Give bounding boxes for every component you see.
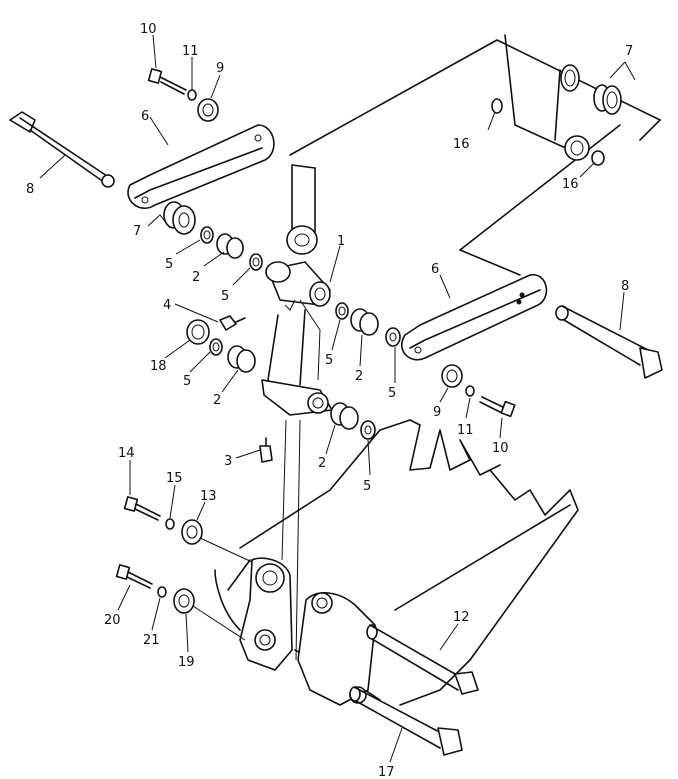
callout-21: 21 <box>143 633 160 648</box>
seal-5-a <box>200 226 214 244</box>
link-6-upper <box>127 124 275 209</box>
bucket <box>214 419 579 706</box>
connector-1 <box>261 261 333 416</box>
callout-7a: 7 <box>625 44 633 59</box>
callout-11b: 11 <box>457 423 474 438</box>
callout-5f: 5 <box>363 479 371 494</box>
bushing-2-b <box>227 345 256 373</box>
callout-5b: 5 <box>221 289 229 304</box>
washer-21 <box>157 586 167 598</box>
callout-12: 12 <box>453 610 470 625</box>
callout-2a: 2 <box>192 270 200 285</box>
callout-16b: 16 <box>562 177 579 192</box>
callout-5c: 5 <box>183 374 191 389</box>
link-6-right <box>401 274 548 361</box>
callout-16a: 16 <box>453 137 470 152</box>
callout-8b: 8 <box>621 279 629 294</box>
pin-12 <box>366 624 479 695</box>
callout-1: 1 <box>337 234 345 249</box>
callout-5e: 5 <box>388 386 396 401</box>
callout-5d: 5 <box>325 353 333 368</box>
callout-9b: 9 <box>433 405 441 420</box>
bolt-10-upper <box>147 68 187 95</box>
callout-2d: 2 <box>318 456 326 471</box>
pin-8-right <box>555 305 663 379</box>
washer-15 <box>165 518 175 530</box>
washer-11-upper <box>187 89 197 101</box>
washer-11-lower <box>465 385 475 397</box>
bushing-13 <box>181 519 253 563</box>
callout-6a: 6 <box>141 109 149 124</box>
seal-5-d <box>335 302 349 320</box>
leader-lines <box>39 34 636 763</box>
callout-6b: 6 <box>431 262 439 277</box>
callout-10b: 10 <box>492 441 509 456</box>
callout-8a: 8 <box>26 182 34 197</box>
callout-4: 4 <box>163 298 171 313</box>
shim-18 <box>186 319 210 345</box>
callout-11a: 11 <box>182 44 199 59</box>
callout-14: 14 <box>118 446 135 461</box>
callout-17: 17 <box>378 765 395 779</box>
arm-outline <box>289 34 661 276</box>
bushing-2-d <box>330 402 359 430</box>
grease-nipple-3 <box>259 437 273 463</box>
seal-16-upper <box>491 98 503 114</box>
callout-10a: 10 <box>140 22 157 37</box>
callout-5a: 5 <box>165 257 173 272</box>
bushing-9-upper <box>197 98 219 122</box>
callout-13: 13 <box>200 489 217 504</box>
seal-5-b <box>249 253 263 271</box>
callout-2c: 2 <box>355 369 363 384</box>
bushing-7-upper <box>593 84 622 115</box>
bushing-2-c <box>350 308 379 336</box>
pin-17 <box>349 686 463 756</box>
pin-8-left <box>9 111 115 188</box>
callout-7b: 7 <box>133 224 141 239</box>
callout-15: 15 <box>166 471 183 486</box>
bushing-2-a <box>216 233 244 259</box>
callout-labels: 10 11 9 7 16 16 6 8 7 5 2 5 1 6 8 4 18 5… <box>26 22 633 779</box>
callout-18: 18 <box>150 359 167 374</box>
seal-5-f <box>360 420 376 440</box>
bolt-14 <box>123 496 161 521</box>
bushing-19 <box>173 588 246 641</box>
bolt-10-lower <box>479 396 516 418</box>
seal-5-e <box>385 327 401 347</box>
bushing-7-left <box>163 201 196 235</box>
callout-19: 19 <box>178 655 195 670</box>
bolt-20 <box>115 564 153 589</box>
callout-3: 3 <box>224 454 232 469</box>
bushing-9-lower <box>441 364 463 388</box>
boom-arm-stub <box>286 164 318 255</box>
grease-fitting-4 <box>219 315 246 331</box>
callout-9a: 9 <box>216 61 224 76</box>
callout-2b: 2 <box>213 393 221 408</box>
seal-16-lower <box>591 150 605 166</box>
seal-5-c <box>209 338 223 356</box>
callout-20: 20 <box>104 613 121 628</box>
